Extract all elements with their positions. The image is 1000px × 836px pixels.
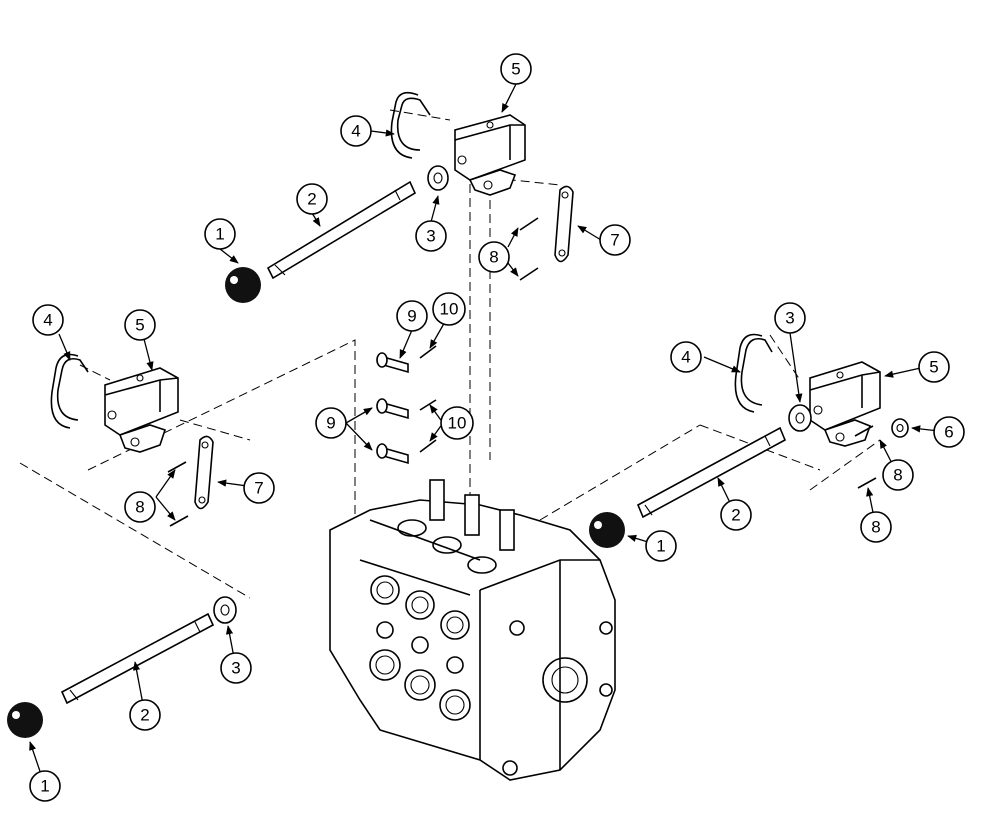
svg-text:6: 6 — [944, 423, 953, 442]
svg-text:7: 7 — [254, 479, 263, 498]
callout-1: 1 — [204, 218, 236, 250]
callout-5: 5 — [918, 351, 950, 383]
control-valve-body — [329, 479, 616, 781]
callouts: 1 1 1 2 2 2 3 3 3 4 4 4 5 5 5 6 7 7 8 8 … — [29, 53, 965, 802]
left-knob — [7, 702, 43, 738]
callout-8: 8 — [478, 241, 510, 273]
callout-3: 3 — [415, 220, 447, 252]
svg-text:8: 8 — [489, 248, 498, 267]
callout-9: 9 — [315, 407, 347, 439]
center-pins — [376, 345, 437, 465]
svg-text:2: 2 — [307, 190, 316, 209]
callout-6: 6 — [933, 416, 965, 448]
svg-text:1: 1 — [215, 225, 224, 244]
right-knob — [589, 512, 625, 548]
right-lever-assembly — [589, 333, 909, 548]
svg-text:1: 1 — [656, 537, 665, 556]
top-lever-assembly — [225, 91, 574, 303]
callout-4: 4 — [340, 115, 372, 147]
left-lever-assembly — [7, 353, 237, 738]
callout-7: 7 — [243, 472, 275, 504]
svg-text:8: 8 — [871, 518, 880, 537]
svg-text:4: 4 — [351, 122, 360, 141]
svg-text:10: 10 — [440, 300, 459, 319]
svg-text:8: 8 — [893, 466, 902, 485]
callout-1: 1 — [645, 530, 677, 562]
svg-text:4: 4 — [43, 311, 52, 330]
callout-2: 2 — [296, 183, 328, 215]
svg-text:7: 7 — [610, 231, 619, 250]
callout-3: 3 — [774, 302, 806, 334]
svg-text:2: 2 — [140, 706, 149, 725]
svg-text:2: 2 — [731, 506, 740, 525]
callout-4: 4 — [32, 304, 64, 336]
svg-text:4: 4 — [681, 348, 690, 367]
callout-1: 1 — [29, 770, 61, 802]
svg-text:1: 1 — [40, 777, 49, 796]
svg-text:3: 3 — [426, 227, 435, 246]
callout-3: 3 — [220, 652, 252, 684]
callout-2: 2 — [129, 699, 161, 731]
callout-10: 10 — [440, 406, 474, 440]
svg-text:5: 5 — [511, 60, 520, 79]
callout-10: 10 — [432, 292, 466, 326]
callout-9: 9 — [396, 300, 428, 332]
callout-5: 5 — [500, 53, 532, 85]
svg-text:10: 10 — [448, 414, 467, 433]
callout-5: 5 — [124, 309, 156, 341]
svg-text:9: 9 — [326, 414, 335, 433]
callout-8: 8 — [882, 459, 914, 491]
svg-text:3: 3 — [231, 659, 240, 678]
callout-8: 8 — [124, 491, 156, 523]
callout-4: 4 — [670, 341, 702, 373]
svg-text:3: 3 — [785, 309, 794, 328]
top-knob — [225, 267, 261, 303]
svg-text:5: 5 — [135, 316, 144, 335]
callout-8: 8 — [860, 511, 892, 543]
callout-7: 7 — [599, 224, 631, 256]
svg-text:8: 8 — [135, 498, 144, 517]
svg-text:9: 9 — [407, 307, 416, 326]
svg-text:5: 5 — [929, 358, 938, 377]
callout-2: 2 — [720, 499, 752, 531]
